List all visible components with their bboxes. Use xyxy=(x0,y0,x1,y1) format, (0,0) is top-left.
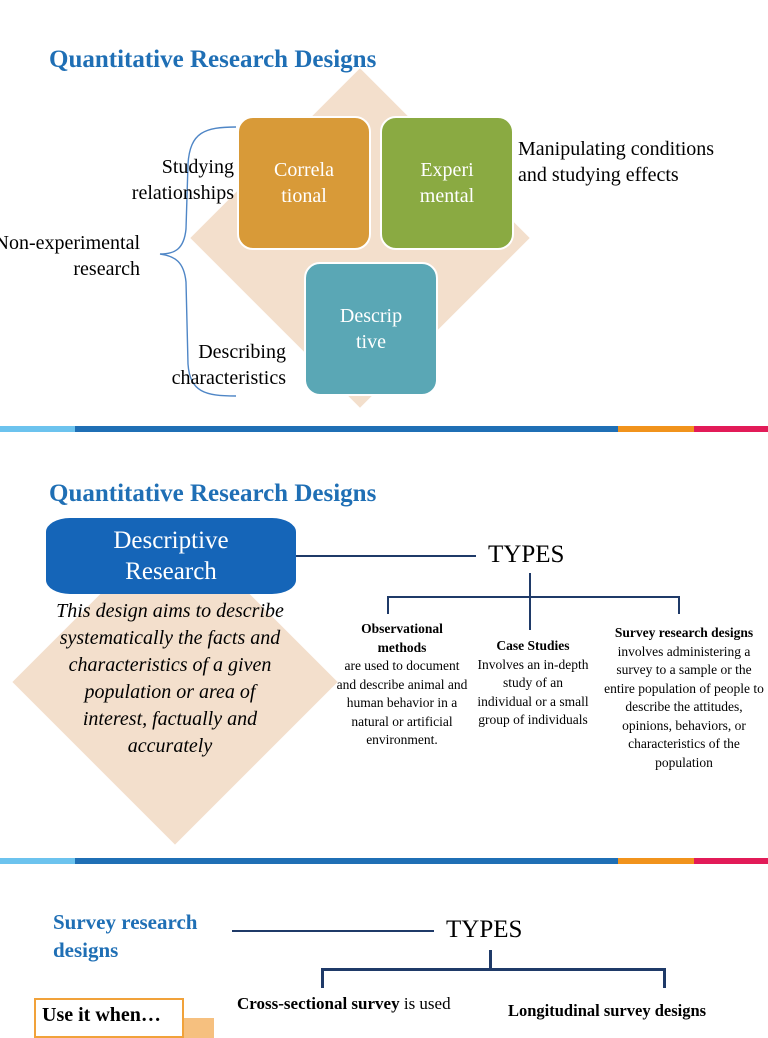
cross-sectional-desc: is used xyxy=(399,994,451,1013)
types-drop-1 xyxy=(321,968,324,988)
use-it-when-box: Use it when… xyxy=(34,998,184,1038)
cross-sectional-text: Cross-sectional survey is used xyxy=(237,994,451,1014)
title-connector xyxy=(232,930,434,932)
type-name: Observational methods xyxy=(361,621,443,655)
type-survey: Survey research designs involves adminis… xyxy=(603,624,765,772)
types-drop-2 xyxy=(529,596,531,630)
type-text: are used to document and describe animal… xyxy=(336,658,468,747)
type-observational: Observational methods are used to docume… xyxy=(336,620,468,750)
type-text: involves administering a survey to a sam… xyxy=(604,643,764,770)
manipulating-conditions-label: Manipulating conditions and studying eff… xyxy=(518,138,715,186)
describing-characteristics-label: Describing characteristics xyxy=(171,341,286,389)
types-drop-1 xyxy=(387,596,389,614)
types-label: TYPES xyxy=(446,916,523,943)
use-it-when-label: Use it when… xyxy=(42,1004,161,1026)
use-it-when-tab xyxy=(184,1018,214,1038)
studying-relationships-label: Studying relationships xyxy=(131,156,234,204)
types-label: TYPES xyxy=(488,541,565,568)
descriptive-research-header: Descriptive Research xyxy=(46,518,296,594)
types-stem xyxy=(529,573,531,597)
experimental-box: Experi mental xyxy=(380,116,514,250)
type-text: Involves an in-depth study of an individ… xyxy=(477,656,589,728)
types-bar xyxy=(387,596,680,598)
description-text: This design aims to describe systematica… xyxy=(56,600,284,757)
divider xyxy=(0,426,768,432)
header-connector xyxy=(296,555,476,557)
non-experimental-label: Non-experimental research xyxy=(0,232,140,280)
types-drop-3 xyxy=(678,596,680,614)
slide1-title: Quantitative Research Designs xyxy=(49,46,377,73)
longitudinal-text: Longitudinal survey designs xyxy=(508,1001,707,1020)
divider xyxy=(0,858,768,864)
type-name: Survey research designs xyxy=(614,625,754,640)
types-bar xyxy=(321,968,666,971)
brace-icon xyxy=(159,126,237,397)
slide3-title: Survey research designs xyxy=(53,910,198,962)
cross-sectional-name: Cross-sectional survey xyxy=(237,994,400,1013)
types-stem xyxy=(489,950,492,970)
correlational-box: Correla tional xyxy=(237,116,371,250)
slide2-title: Quantitative Research Designs xyxy=(49,480,377,507)
type-case-studies: Case Studies Involves an in-depth study … xyxy=(476,637,590,730)
descriptive-box: Descrip tive xyxy=(304,262,438,396)
type-name: Case Studies xyxy=(496,638,570,653)
types-drop-2 xyxy=(663,968,666,988)
